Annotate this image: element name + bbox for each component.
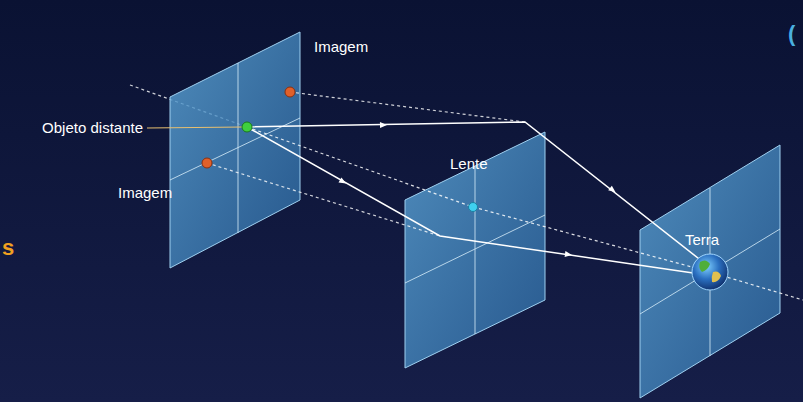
heading-fragment: ( <box>788 22 795 46</box>
source-dot <box>242 122 252 132</box>
object-label: Objeto distante <box>42 119 143 137</box>
image-direction <box>290 92 525 122</box>
earth-label: Terra <box>685 231 719 249</box>
image-dot <box>285 87 295 97</box>
image-direction <box>207 163 440 236</box>
ray-arrowheads <box>339 122 618 258</box>
source-plane <box>170 32 300 268</box>
lens-dot <box>469 203 478 212</box>
image-dot <box>202 158 212 168</box>
image-label: Imagem <box>314 38 368 56</box>
lens-label: Lente <box>450 155 488 173</box>
heading-fragment: s <box>2 236 14 260</box>
light-ray <box>247 127 700 274</box>
image-label: Imagem <box>118 184 172 202</box>
earth-globe <box>692 254 728 290</box>
observer-plane <box>640 145 780 398</box>
lens-plane <box>405 132 545 368</box>
axis-line <box>247 127 803 300</box>
leader-line <box>147 127 243 128</box>
